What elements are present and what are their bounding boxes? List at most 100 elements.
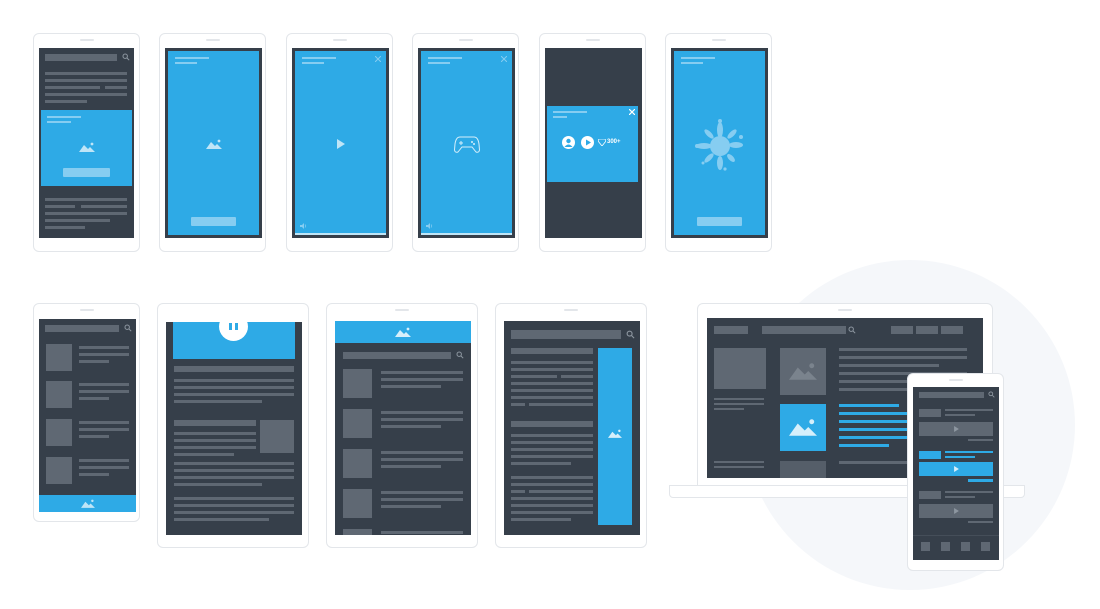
list-text	[79, 459, 129, 462]
ad-cta-button[interactable]	[63, 168, 110, 177]
search-icon[interactable]	[456, 351, 464, 359]
text-line	[511, 348, 593, 354]
text-line	[511, 368, 593, 371]
list-text	[381, 371, 463, 374]
text-line	[511, 382, 593, 385]
tab-icon[interactable]	[941, 542, 950, 551]
list-thumbnail[interactable]	[46, 381, 72, 408]
text-line	[714, 466, 764, 468]
feed-thumb[interactable]	[919, 491, 941, 499]
avatar	[562, 136, 575, 149]
ad-text	[175, 57, 209, 59]
text-line	[174, 476, 294, 479]
close-icon[interactable]	[501, 56, 507, 62]
search-bar[interactable]	[919, 392, 984, 398]
pause-button[interactable]	[219, 312, 248, 341]
text-line	[839, 356, 967, 359]
ad-cta-button[interactable]	[191, 217, 236, 226]
video-card[interactable]	[919, 422, 993, 436]
text-line	[174, 439, 256, 442]
search-icon[interactable]	[848, 326, 856, 334]
text-line	[511, 462, 571, 465]
text-line	[174, 400, 262, 403]
play-icon[interactable]	[954, 426, 959, 432]
text-line	[511, 389, 593, 392]
featured-image	[714, 348, 766, 389]
text-line	[174, 386, 294, 389]
image-icon	[608, 429, 622, 438]
tab-icon[interactable]	[981, 542, 990, 551]
phone-rewarded-popup: 300+	[539, 33, 646, 252]
nav-item[interactable]	[916, 326, 938, 334]
text-line	[511, 504, 593, 507]
screen	[418, 48, 515, 238]
search-icon[interactable]	[122, 53, 130, 61]
skyscraper-ad[interactable]	[598, 348, 632, 525]
search-bar[interactable]	[343, 352, 451, 359]
top-banner-ad[interactable]	[335, 321, 471, 343]
phone-playable-interstitial	[412, 33, 519, 252]
list-thumbnail[interactable]	[343, 409, 372, 438]
search-bar[interactable]	[511, 330, 621, 339]
search-bar[interactable]	[762, 326, 846, 334]
screen: 300+	[545, 48, 642, 238]
text-line	[174, 453, 234, 456]
play-icon[interactable]	[954, 508, 959, 514]
video-card[interactable]	[919, 504, 993, 518]
video-progress[interactable]	[295, 233, 386, 235]
reward-count: 300+	[607, 139, 621, 145]
search-bar[interactable]	[45, 54, 117, 61]
list-thumbnail[interactable]	[46, 419, 72, 446]
search-bar[interactable]	[45, 325, 119, 332]
play-icon[interactable]	[954, 466, 959, 472]
search-icon[interactable]	[124, 324, 132, 332]
screen	[504, 321, 640, 535]
speaker	[332, 39, 347, 41]
tab-icon[interactable]	[961, 542, 970, 551]
text-line	[839, 348, 967, 351]
list-thumbnail[interactable]	[46, 457, 72, 484]
card-image[interactable]	[780, 461, 826, 478]
ad-cta-button[interactable]	[968, 479, 993, 482]
text-line	[174, 483, 262, 486]
playable-ad[interactable]	[421, 51, 512, 235]
list-thumbnail[interactable]	[46, 344, 72, 371]
volume-icon[interactable]	[426, 223, 433, 229]
list-thumbnail[interactable]	[343, 489, 372, 518]
list-thumbnail[interactable]	[343, 369, 372, 398]
search-icon[interactable]	[626, 330, 635, 339]
screen	[335, 321, 471, 535]
native-ad[interactable]	[780, 404, 826, 451]
text-line	[45, 100, 87, 103]
sponsored-text	[945, 451, 993, 453]
screen	[165, 48, 262, 238]
play-icon[interactable]	[337, 139, 345, 149]
nav-logo	[714, 326, 748, 334]
brand-ad[interactable]	[674, 51, 765, 235]
nav-item[interactable]	[941, 326, 963, 334]
card-image[interactable]	[780, 348, 826, 395]
search-icon[interactable]	[988, 391, 995, 398]
list-text	[79, 397, 109, 400]
ad-cta-button[interactable]	[697, 217, 742, 226]
close-icon[interactable]	[629, 109, 635, 115]
play-button[interactable]	[581, 136, 594, 149]
volume-icon[interactable]	[300, 223, 307, 229]
interstitial-ad[interactable]	[168, 51, 259, 235]
video-ad[interactable]	[295, 51, 386, 235]
list-thumbnail[interactable]	[343, 449, 372, 478]
text-line	[511, 441, 593, 444]
feed-thumb[interactable]	[919, 409, 941, 417]
inline-ad[interactable]	[41, 110, 132, 186]
progress-bar[interactable]	[421, 233, 512, 235]
tab-icon[interactable]	[921, 542, 930, 551]
text-line	[839, 364, 939, 367]
reward-dialog[interactable]: 300+	[547, 106, 638, 182]
feed-thumb-ad[interactable]	[919, 451, 941, 459]
close-icon[interactable]	[375, 56, 381, 62]
list-thumbnail[interactable]	[343, 529, 372, 535]
sticky-banner-ad[interactable]	[39, 495, 136, 512]
text-line	[174, 462, 294, 465]
nav-item[interactable]	[891, 326, 913, 334]
video-ad[interactable]	[919, 462, 993, 476]
